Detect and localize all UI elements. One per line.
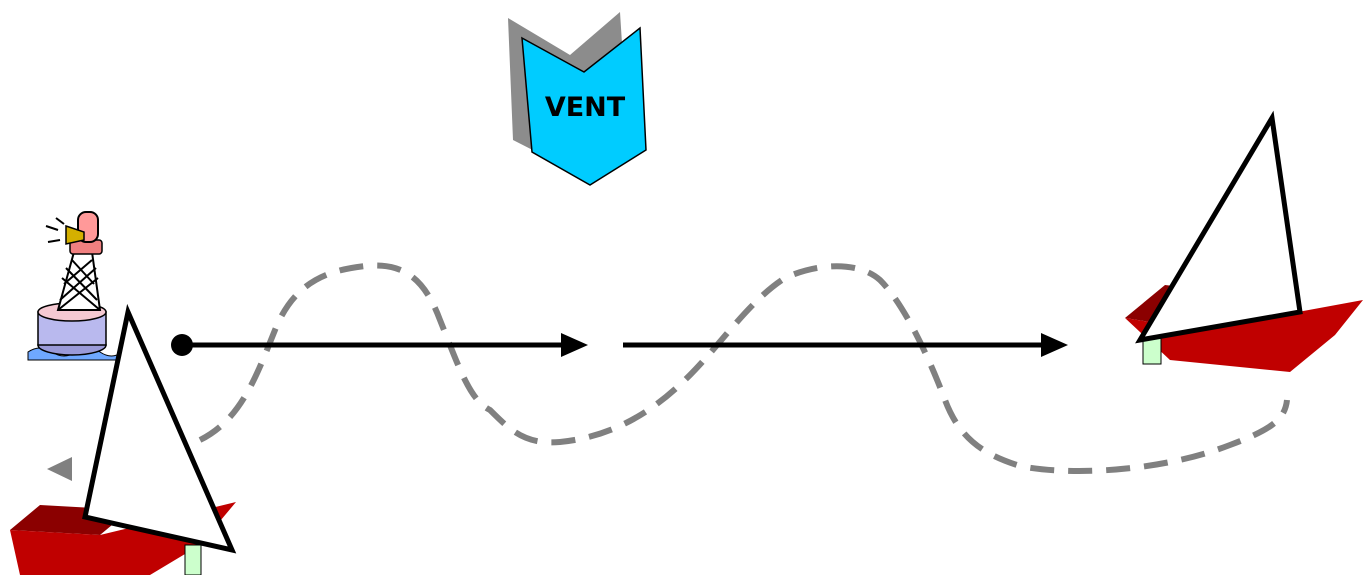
course-arrow-1-head	[561, 333, 588, 357]
sailboat-left-sail	[82, 303, 237, 554]
wind-sign-label: VENT	[545, 92, 626, 123]
course-arrow-2-head	[1041, 333, 1068, 357]
sailboat-left-rudder	[184, 544, 202, 575]
buoy-horn	[65, 224, 85, 245]
course-arrows	[171, 333, 1068, 357]
buoy-sound-2	[47, 239, 61, 243]
buoy-sound-1	[45, 225, 59, 231]
path-arrowhead-icon	[47, 457, 72, 481]
sailboat-right-sail	[1135, 110, 1303, 344]
sailboat-right-hull	[1125, 300, 1363, 372]
tacking-path	[198, 262, 1290, 474]
wind-sign-face	[521, 26, 647, 186]
buoy-sound-3	[55, 217, 65, 225]
buoy-icon	[27, 211, 123, 361]
buoy-lattice	[57, 259, 101, 311]
wind-sign: VENT	[508, 12, 647, 186]
sailboat-left	[10, 303, 237, 575]
sailboat-right	[1125, 110, 1363, 372]
